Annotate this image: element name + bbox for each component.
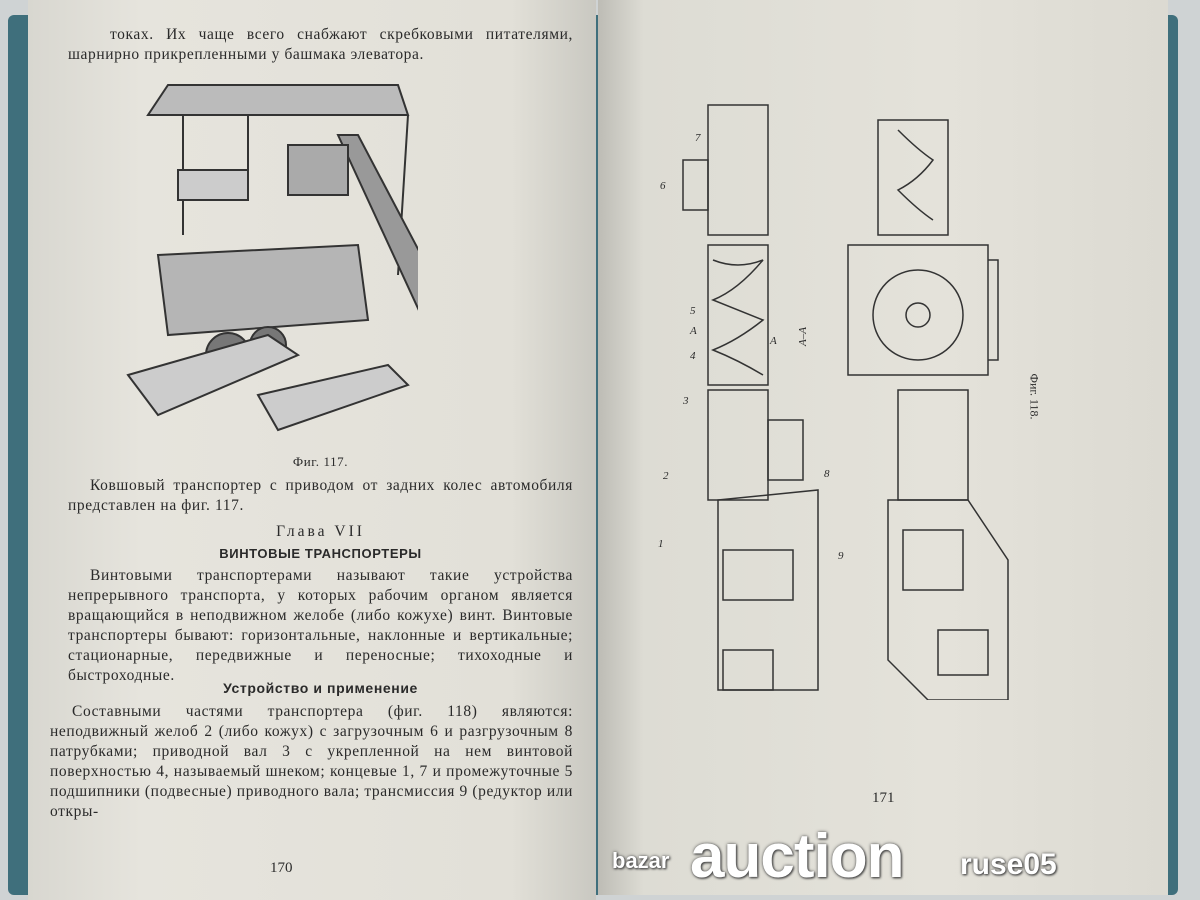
top-text: токах. Их чаще всего снабжают скребковым… bbox=[68, 26, 573, 63]
paragraph: Составными частями транспортера (фиг. 11… bbox=[50, 703, 573, 820]
left-page: токах. Их чаще всего снабжают скребковым… bbox=[28, 0, 596, 900]
section-label: А–А bbox=[796, 327, 809, 346]
chapter-number: Глава VII bbox=[276, 523, 365, 540]
watermark-line3: ruse05 bbox=[960, 848, 1057, 881]
paragraph: Ковшовый транспортер с приводом от задни… bbox=[68, 477, 573, 514]
part-label: 7 bbox=[695, 132, 701, 144]
page-number: 171 bbox=[872, 790, 895, 806]
part-label: 4 bbox=[690, 350, 696, 362]
figure-117-illustration bbox=[126, 84, 418, 432]
part-label: А bbox=[690, 325, 697, 337]
part-label: 1 bbox=[658, 538, 664, 550]
part-label: 8 bbox=[824, 468, 830, 480]
right-page: 7 6 5 А 4 3 2 1 8 9 А А–А Фиг. 118. 171 bbox=[598, 0, 1168, 895]
part-label: 5 bbox=[690, 305, 696, 317]
watermark-line1: bazar bbox=[612, 848, 670, 873]
chapter-title: ВИНТОВЫЕ ТРАНСПОРТЕРЫ bbox=[219, 546, 422, 561]
figure-117-caption: Фиг. 117. bbox=[292, 454, 349, 469]
paragraph: Винтовыми транспортерами называют такие … bbox=[68, 567, 573, 684]
figure-118-caption: Фиг. 118. bbox=[1027, 373, 1042, 420]
part-label: 2 bbox=[663, 470, 669, 482]
figure-118-drawing bbox=[682, 104, 1009, 700]
page-number: 170 bbox=[270, 860, 293, 876]
watermark-logo: auction bbox=[690, 822, 904, 891]
part-label: 9 bbox=[838, 550, 844, 562]
part-label: А bbox=[770, 335, 777, 347]
part-label: 6 bbox=[660, 180, 666, 192]
section-title: Устройство и применение bbox=[223, 680, 418, 696]
part-label: 3 bbox=[683, 395, 689, 407]
